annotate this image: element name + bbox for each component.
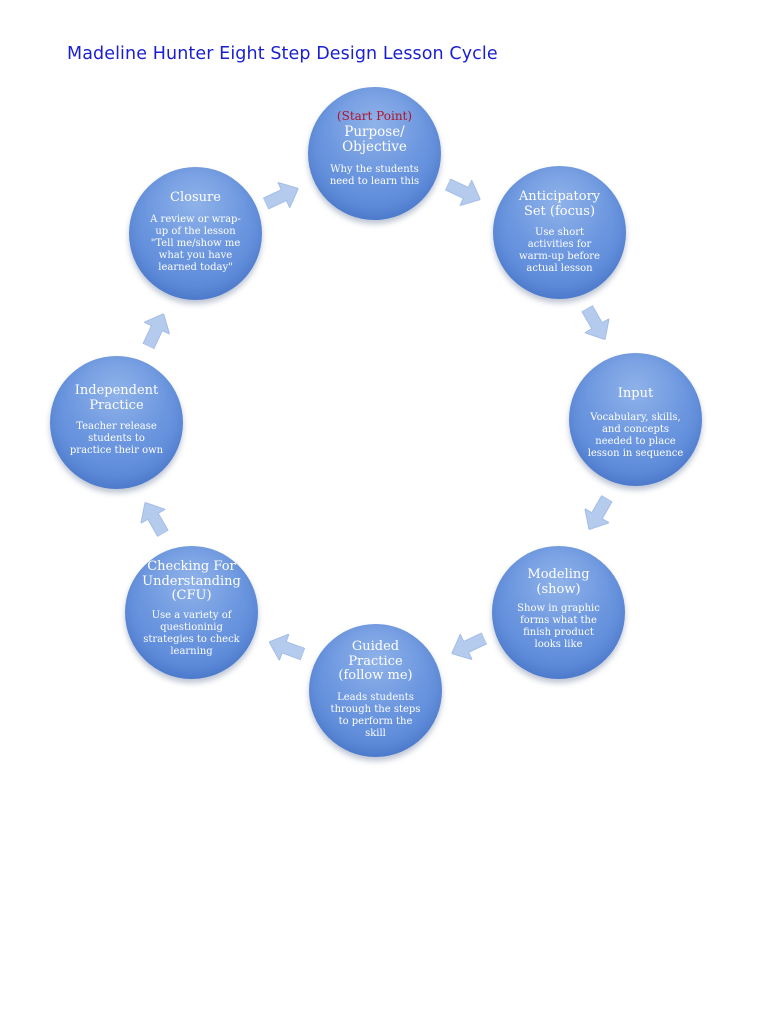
- node-title: Closure: [170, 190, 221, 205]
- node-description: Vocabulary, skills, and concepts needed …: [587, 411, 684, 459]
- arrow-independent-to-closure: [136, 308, 177, 352]
- arrow-guided-to-cfu: [264, 629, 307, 668]
- arrow-closure-to-purpose: [260, 176, 304, 217]
- node-checking-for-understanding: Checking For Understanding (CFU) Use a v…: [125, 546, 258, 679]
- node-title: Guided Practice (follow me): [338, 639, 413, 683]
- node-anticipatory-set: Anticipatory Set (focus) Use short activ…: [493, 166, 626, 299]
- node-description: Why the students need to learn this: [329, 164, 420, 187]
- node-title: Input: [617, 386, 654, 401]
- page-title: Madeline Hunter Eight Step Design Lesson…: [67, 44, 498, 64]
- arrow-cfu-to-independent: [133, 495, 175, 540]
- node-description: Use a variety of questioninig strategies…: [143, 609, 240, 657]
- node-title: Modeling (show): [527, 567, 590, 597]
- arrow-modeling-to-guided: [446, 626, 490, 667]
- node-description: Show in graphic forms what the finish pr…: [517, 603, 600, 650]
- node-title: Purpose/ Objective: [342, 124, 407, 155]
- node-description: Use short activities for warm-up before …: [519, 227, 600, 274]
- start-point-label: (Start Point): [336, 109, 413, 123]
- node-modeling: Modeling (show) Show in graphic forms wh…: [492, 546, 625, 679]
- node-input: Input Vocabulary, skills, and concepts n…: [569, 353, 702, 486]
- node-purpose: (Start Point) Purpose/ Objective Why the…: [308, 87, 441, 220]
- node-independent-practice: Independent Practice Teacher release stu…: [50, 356, 183, 489]
- arrow-purpose-to-anticipatory: [442, 172, 486, 213]
- node-description: A review or wrap- up of the lesson "Tell…: [150, 213, 241, 273]
- node-closure: Closure A review or wrap- up of the less…: [129, 167, 262, 300]
- arrow-input-to-modeling: [577, 491, 619, 536]
- node-title: Checking For Understanding (CFU): [142, 559, 241, 603]
- node-title: Anticipatory Set (focus): [518, 189, 601, 219]
- node-guided-practice: Guided Practice (follow me) Leads studen…: [309, 624, 442, 757]
- node-description: Teacher release students to practice the…: [69, 421, 164, 456]
- arrow-anticipatory-to-input: [575, 301, 617, 346]
- node-description: Leads students through the steps to perf…: [330, 691, 421, 739]
- node-title: Independent Practice: [74, 383, 159, 413]
